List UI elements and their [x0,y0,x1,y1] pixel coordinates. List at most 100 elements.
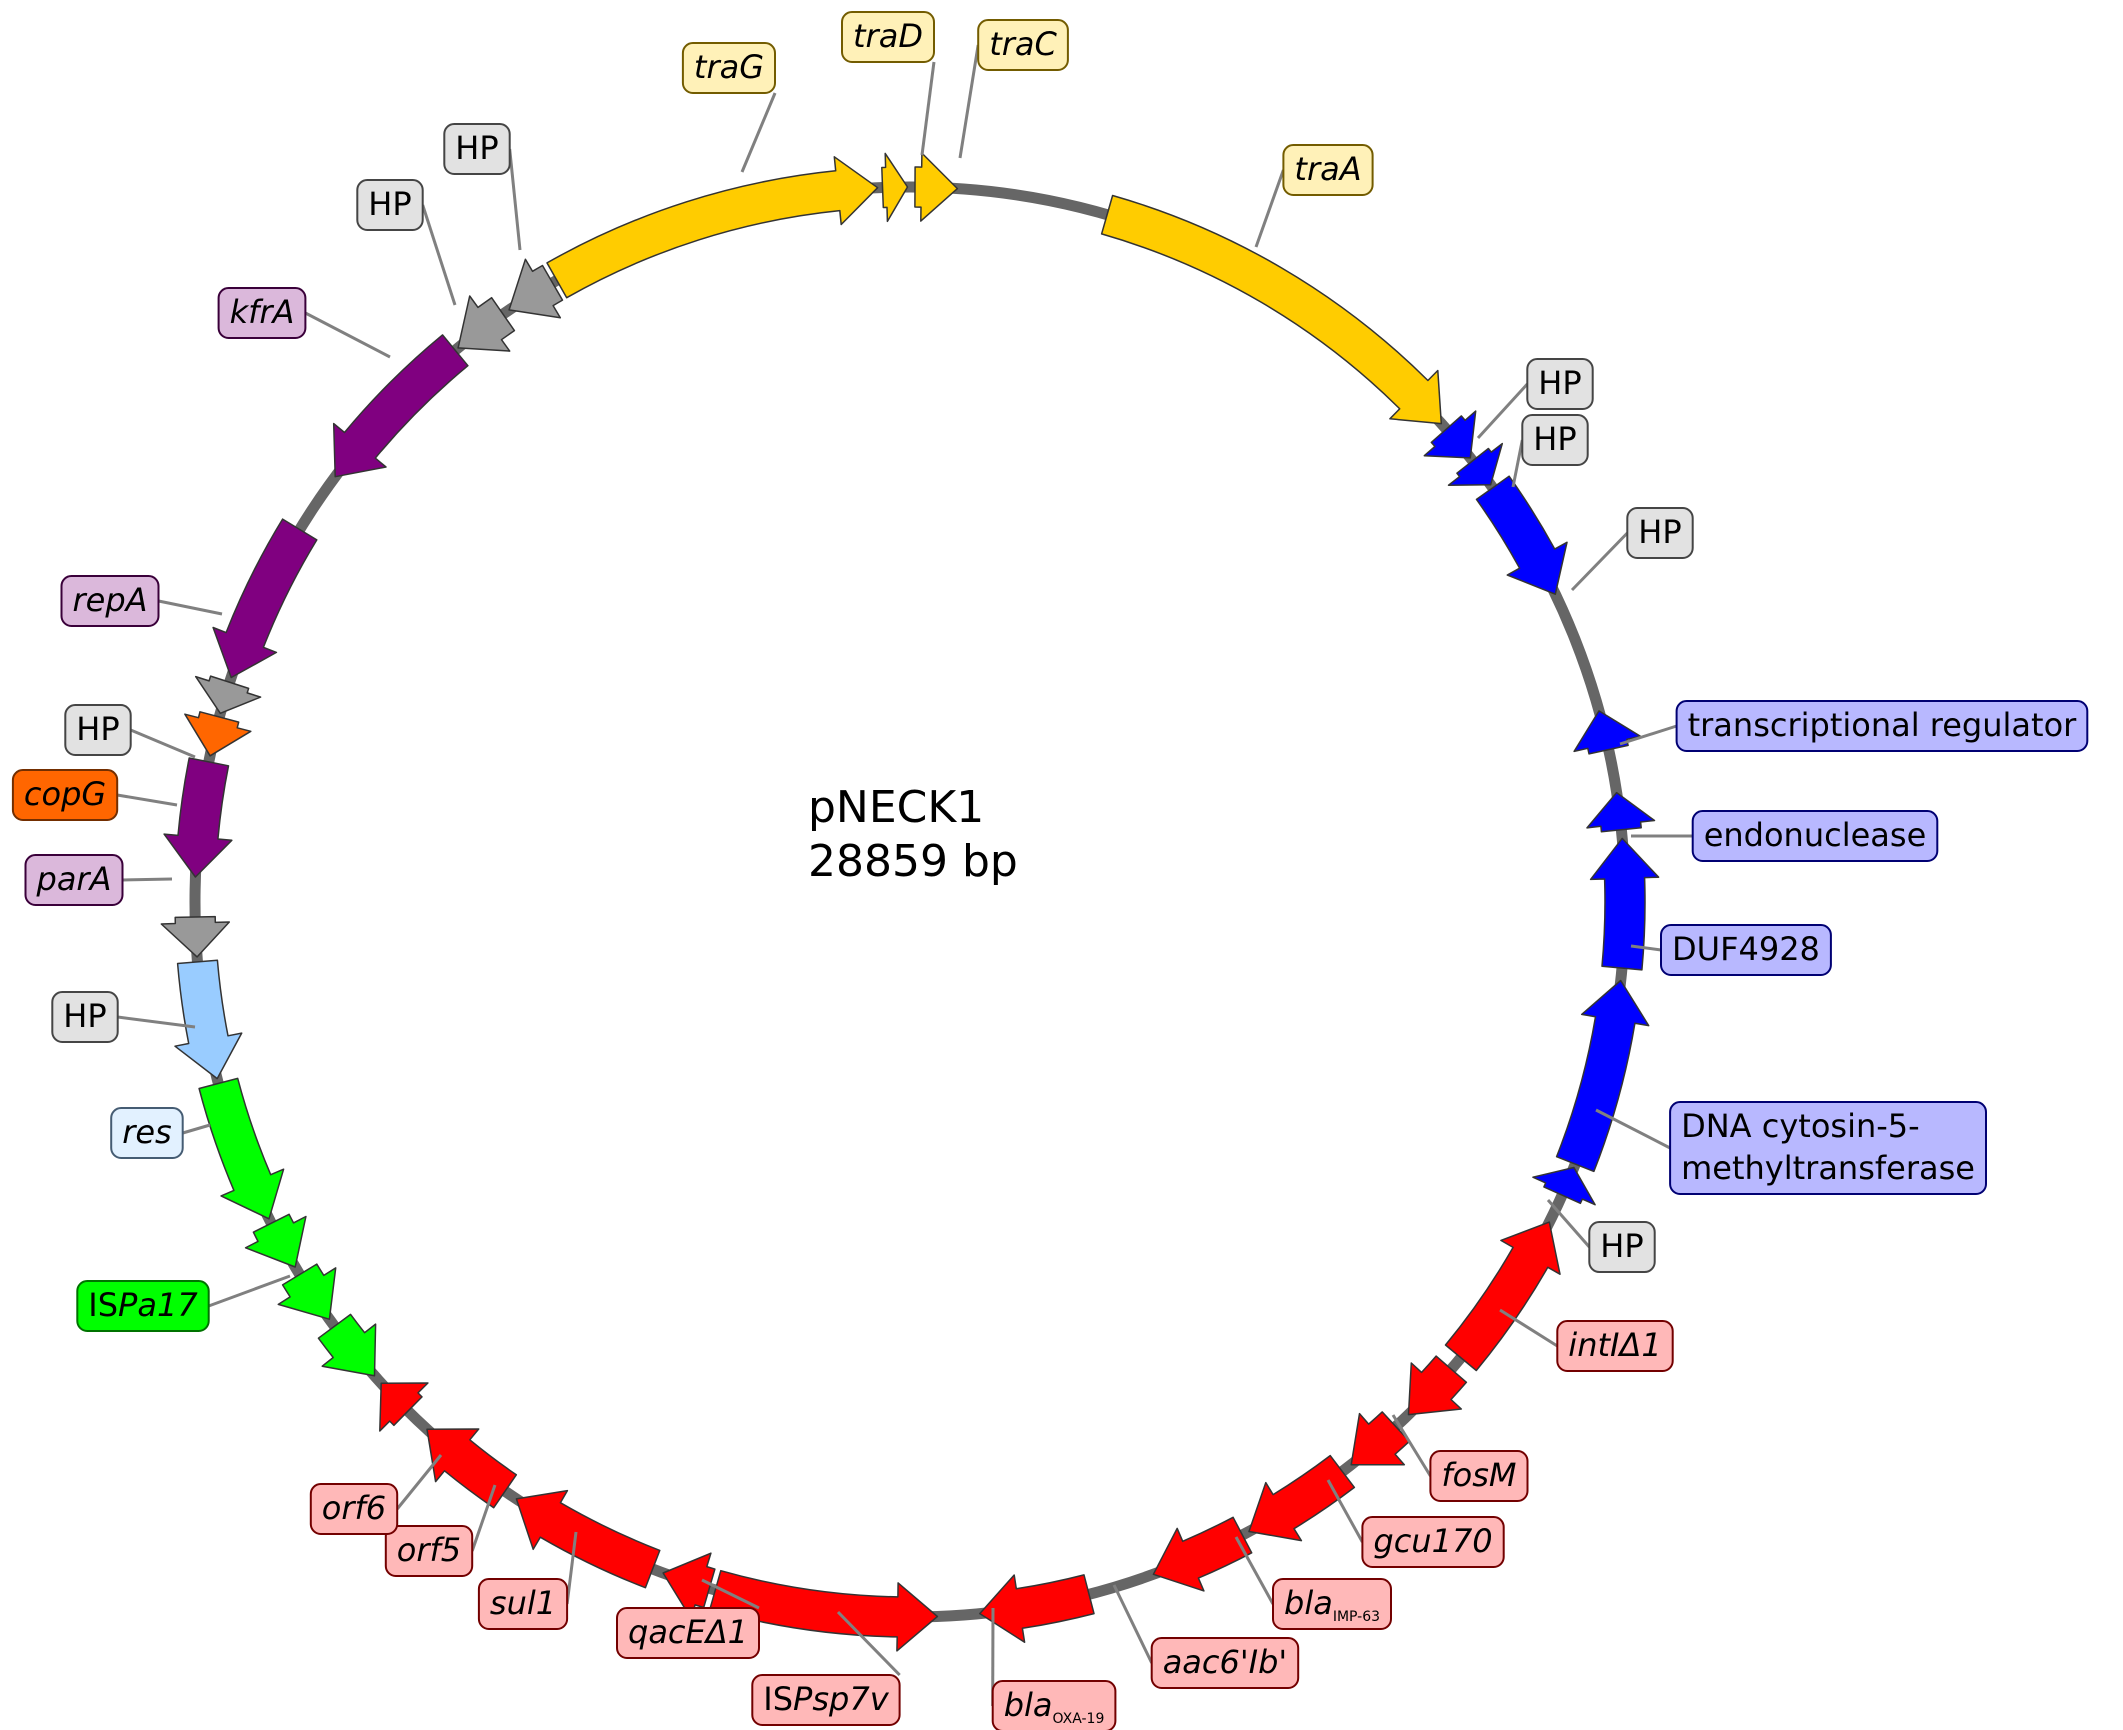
leader-line-aac6-ib [1112,1584,1154,1664]
gene-arrow-repa [212,518,318,679]
gene-label-dna-cytosin-5-methyltransferase-line2: methyltransferase [1681,1149,1975,1187]
label-leader-lines [116,44,1693,1707]
leader-line-blaimp-63 [1234,1536,1275,1605]
leader-line-kfra [304,311,391,359]
gene-label-blaimp-63: blaIMP-63 [1284,1584,1380,1625]
leader-line-hp-8 [508,148,522,251]
gene-label-blaoxa-19: blaOXA-19 [1004,1686,1105,1727]
leader-line-trag [740,92,777,173]
leader-line-ispsp7v [836,1610,901,1677]
gene-arrow-fosm [1407,1355,1468,1416]
gene-arrow-hp-3 [1475,475,1568,595]
gene-arrow-traa [1100,194,1443,425]
gene-label-para: parA [36,860,112,898]
gene-arrow-ispa17-a [317,1313,377,1377]
label-box-gcu170 [1361,1516,1505,1568]
gene-label-transcriptional-regulator: transcriptional regulator [1688,706,2078,744]
label-box-qace-1 [616,1607,760,1659]
gene-label-ispa17: ISPa17 [88,1286,198,1324]
label-box-hp-7 [356,179,424,231]
gene-arrow-sul1 [515,1489,661,1589]
label-box-sul1 [477,1578,569,1630]
label-box-hp-1 [1526,358,1594,410]
gene-arrow-blaoxa-19 [979,1574,1095,1643]
label-box-ispsp7v [751,1674,901,1726]
gene-label-fosm: fosM [1441,1456,1516,1494]
leader-line-res [182,1123,211,1135]
label-box-hp-6 [64,704,132,756]
gene-arrow-blaimp-63 [1248,1454,1356,1542]
gene-label-endonuclease: endonuclease [1704,816,1927,854]
gene-labels: traA HP HP HP transcriptional regulator endon… [11,11,2089,1730]
label-box-trac [977,19,1069,71]
gene-arrow-qace-1 [662,1552,716,1620]
gene-label-sul1: sul1 [490,1584,556,1622]
gene-label-gcu170: gcu170 [1373,1522,1492,1560]
label-box-blaoxa-19 [991,1680,1117,1730]
gene-label-hp-2: HP [1533,420,1576,458]
gene-arrow-ispa17-c [244,1213,307,1268]
label-box-orf6 [309,1483,399,1535]
gene-arrow-hp-5 [160,915,231,958]
gene-arrow-ispa17-b [277,1263,337,1320]
gene-label-copg: copG [24,775,106,813]
leader-line-orf5 [470,1484,497,1552]
gene-label-trag: traG [694,48,764,86]
gene-arrow-trag [546,156,879,299]
label-box-res [110,1107,184,1159]
leader-line-copg [116,793,178,807]
gene-label-ispsp7v: ISPsp7v [763,1680,889,1718]
gene-arrow-trad [881,152,909,223]
gene-arrow-hp-7 [457,295,516,352]
leader-line-dna-cytosin-5-methyltransferase [1595,1108,1671,1150]
leader-line-hp-2 [1511,439,1524,488]
label-box-trag [681,42,777,94]
gene-arrow-res [174,959,243,1080]
gene-arrow-trac [914,152,959,222]
gene-label-repa: repA [73,581,148,619]
label-box-hp-8 [443,123,511,175]
leader-line-sul1 [565,1531,578,1605]
plasmid-size: 28859 bp [808,836,1018,887]
gene-label-aac6-ib: aac6'Ib' [1163,1643,1288,1681]
label-box-dna-cytosin-5-methyltransferase [1669,1101,1987,1195]
leader-line-fosm [1391,1414,1432,1477]
label-box-trad [841,11,935,63]
gene-label-duf4928: DUF4928 [1672,930,1820,968]
gene-label-hp-4: HP [1600,1227,1643,1265]
gene-arrow-hp-8 [508,258,564,319]
leader-line-repa [158,599,223,616]
gene-label-orf6: orf6 [322,1489,386,1527]
leader-line-para [122,877,173,882]
leader-line-orf6 [396,1454,443,1510]
leader-line-traa [1254,169,1285,248]
plasmid-name: pNECK1 [808,782,984,833]
leader-line-hp-1 [1476,382,1529,440]
gene-label-hp-3: HP [1638,513,1681,551]
gene-arrow-kfra [332,334,469,478]
gene-arrow-duf4928 [1589,837,1660,971]
gene-label-orf5: orf5 [397,1531,461,1569]
label-box-hp-4 [1588,1221,1656,1273]
gene-arrow-ispsp7v [709,1569,939,1652]
label-box-traa [1282,144,1374,196]
gene-arrow-transcriptional-regulator [1573,710,1642,755]
leader-line-ispa17 [208,1274,291,1308]
gene-arrow-gcu170 [1350,1411,1411,1466]
gene-label-inti-1: intIΔ1 [1568,1326,1661,1364]
label-box-fosm [1429,1450,1529,1502]
label-box-blaimp-63 [1272,1578,1392,1630]
label-box-aac6-ib [1150,1637,1300,1689]
label-box-hp-5 [51,991,119,1043]
gene-label-qace-1: qacEΔ1 [628,1613,748,1651]
gene-arrow-dna-cytosin-5-methyltransferase [1555,979,1650,1173]
label-box-duf4928 [1660,924,1832,976]
leader-line-hp-7 [421,204,457,306]
gene-label-traa: traA [1294,150,1361,188]
leader-line-hp-6 [130,728,196,759]
gene-arrow-hp-6 [194,675,262,715]
gene-label-hp-5: HP [63,997,106,1035]
gene-arrow-hp-4 [1532,1166,1596,1206]
gene-label-trad: traD [853,17,923,55]
